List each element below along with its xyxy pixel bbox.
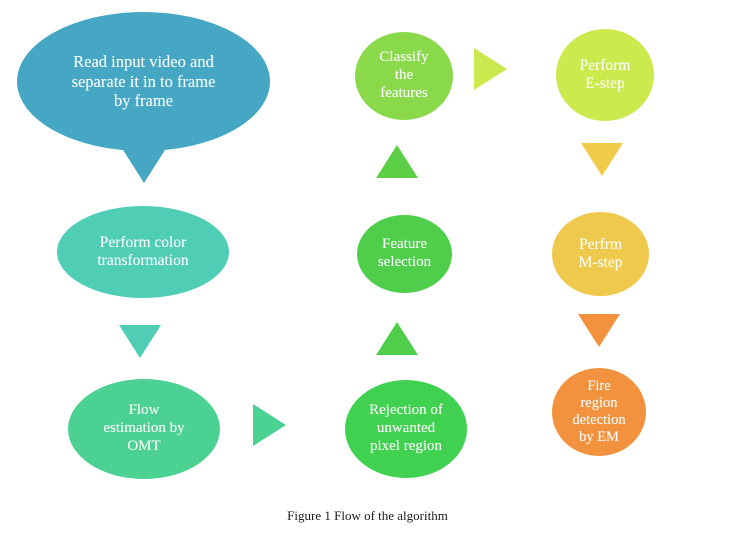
arrow-right-classify-to-e-step — [474, 48, 507, 90]
flow-node-rejection-unwanted-pixel-region[interactable]: Rejection of unwanted pixel region — [345, 380, 467, 478]
figure-caption: Figure 1 Flow of the algorithm — [287, 508, 448, 523]
arrow-down-m-step-to-fire-region — [578, 314, 620, 347]
arrow-up-rejection-to-feature-selection — [376, 322, 418, 355]
flow-node-read-input-video[interactable]: Read input video and separate it in to f… — [17, 12, 270, 151]
arrow-down-e-step-to-m-step — [581, 143, 623, 176]
flow-node-label: Rejection of unwanted pixel region — [369, 402, 443, 454]
flow-node-label: Read input video and separate it in to f… — [71, 52, 216, 111]
flow-node-perform-color-transformation[interactable]: Perform color transformation — [57, 206, 229, 298]
flow-node-label: Perform color transformation — [97, 233, 189, 269]
flow-node-label: Feature selection — [377, 236, 432, 270]
flow-node-label: Classify the features — [379, 49, 429, 101]
flow-node-label: Perform E-step — [579, 56, 631, 92]
arrow-right-flow-estimation-to-rejection — [253, 404, 286, 446]
flow-node-label: Fire region detection by EM — [572, 377, 626, 446]
arrow-up-feature-selection-to-classify — [376, 145, 418, 178]
flow-node-fire-region-detection-em[interactable]: Fire region detection by EM — [552, 368, 646, 456]
flow-node-perform-m-step[interactable]: Perfrm M-step — [552, 212, 649, 296]
arrow-down-read-input-to-color-transform — [123, 150, 165, 183]
flow-node-feature-selection[interactable]: Feature selection — [357, 215, 452, 293]
flow-node-classify-the-features[interactable]: Classify the features — [355, 32, 453, 120]
flow-node-flow-estimation-omt[interactable]: Flow estimation by OMT — [68, 379, 220, 479]
arrow-down-color-transform-to-flow-estimation — [119, 325, 161, 358]
flow-node-perform-e-step[interactable]: Perform E-step — [556, 29, 654, 121]
flow-node-label: Flow estimation by OMT — [103, 402, 185, 454]
flow-node-label: Perfrm M-step — [578, 235, 623, 271]
